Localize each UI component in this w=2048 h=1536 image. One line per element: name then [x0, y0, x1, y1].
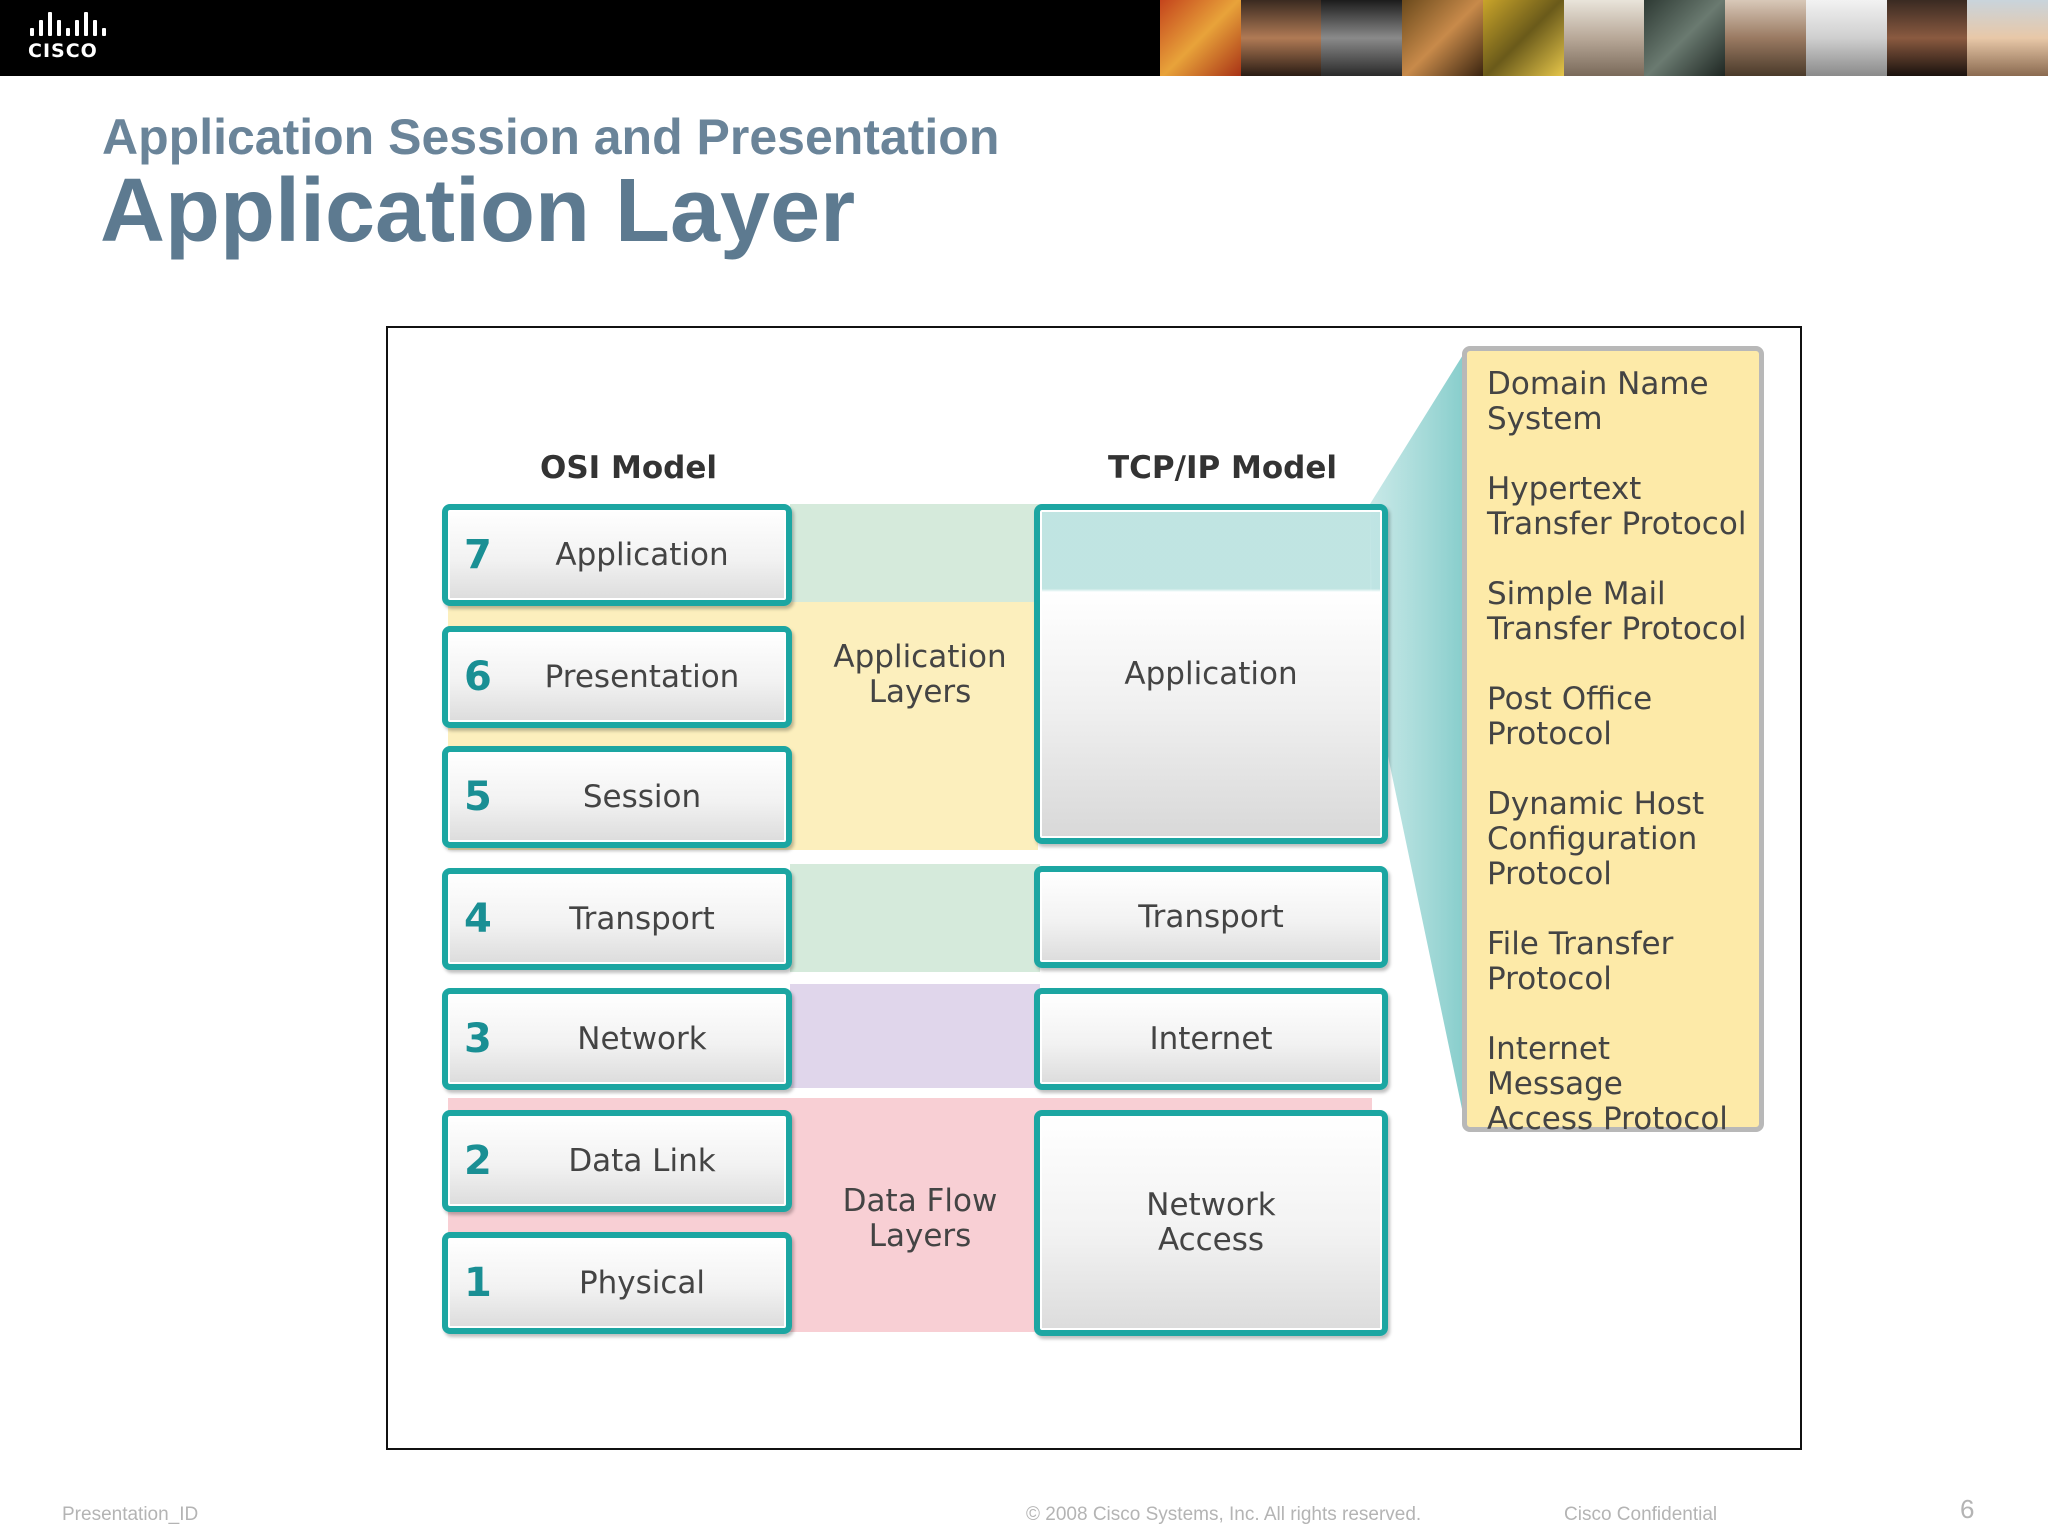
osi-layer-5: 5 Session — [442, 746, 792, 848]
data-flow-layers-label: Data Flow Layers — [842, 1183, 998, 1254]
protocol-item: Post Office Protocol — [1487, 681, 1653, 752]
page-number: 6 — [1960, 1494, 1975, 1524]
osi-layer-name: Transport — [569, 901, 715, 937]
osi-layer-name: Physical — [578, 1265, 706, 1301]
protocol-item: File Transfer Protocol — [1487, 926, 1674, 997]
osi-layer-7: 7 Application — [442, 504, 792, 606]
protocol-list-panel: Domain Name System Hypertext Transfer Pr… — [1462, 346, 1764, 1137]
cisco-logo: CISCO — [28, 12, 118, 64]
tcp-layer-name: Internet — [1149, 1020, 1273, 1057]
tcp-layer-name: Application — [1124, 655, 1298, 692]
protocol-item: Internet Message Access Protocol — [1487, 1031, 1728, 1137]
slide-subtitle: Application Session and Presentation — [102, 109, 1000, 165]
tcp-layer-application: Application — [1034, 504, 1388, 844]
osi-layer-4: 4 Transport — [442, 868, 792, 970]
tcp-layer-transport: Transport — [1034, 866, 1388, 968]
osi-layer-name: Network — [577, 1021, 707, 1057]
transport-band — [790, 864, 1040, 972]
osi-layer-name: Presentation — [544, 659, 740, 695]
osi-layer-1: 1 Physical — [442, 1232, 792, 1334]
osi-layer-name: Data Link — [568, 1143, 716, 1179]
osi-layer-2: 2 Data Link — [442, 1110, 792, 1212]
osi-layer-number: 7 — [464, 532, 492, 578]
tcp-layer-internet: Internet — [1034, 988, 1388, 1090]
osi-layer-number: 2 — [464, 1138, 492, 1184]
osi-layer-3: 3 Network — [442, 988, 792, 1090]
footer-confidential: Cisco Confidential — [1564, 1504, 1718, 1525]
banner-photo-strip — [1160, 0, 2048, 76]
protocol-item: Dynamic Host Configuration Protocol — [1487, 786, 1705, 892]
osi-layer-number: 4 — [464, 896, 492, 942]
network-band — [790, 984, 1040, 1088]
footer-copyright: © 2008 Cisco Systems, Inc. All rights re… — [1026, 1504, 1422, 1525]
protocol-item: Simple Mail Transfer Protocol — [1487, 576, 1747, 647]
slide-title: Application Layer — [100, 161, 856, 261]
osi-layer-number: 6 — [464, 654, 492, 700]
osi-layer-number: 3 — [464, 1016, 492, 1062]
application-layers-label: Application Layers — [833, 639, 1007, 710]
protocol-item: Hypertext Transfer Protocol — [1487, 471, 1747, 542]
top-banner: CISCO — [0, 0, 2048, 76]
tcp-layer-name: Network Access — [1146, 1187, 1276, 1258]
osi-layer-name: Session — [582, 779, 702, 815]
footer-presentation-id: Presentation_ID — [62, 1504, 199, 1525]
osi-model-header: OSI Model — [540, 450, 717, 486]
cisco-logo-bars-icon — [30, 12, 118, 36]
osi-layer-number: 1 — [464, 1260, 492, 1306]
osi-layer-name: Application — [555, 537, 729, 573]
tcp-layer-name: Transport — [1138, 898, 1284, 935]
osi-layer-6: 6 Presentation — [442, 626, 792, 728]
cisco-logo-text: CISCO — [28, 40, 98, 62]
protocol-list: Domain Name System Hypertext Transfer Pr… — [1487, 367, 1749, 1137]
protocol-item: Domain Name System — [1487, 366, 1709, 437]
osi-layer-number: 5 — [464, 774, 492, 820]
tcp-ip-model-header: TCP/IP Model — [1108, 450, 1337, 486]
tcp-layer-network-access: Network Access — [1034, 1110, 1388, 1336]
